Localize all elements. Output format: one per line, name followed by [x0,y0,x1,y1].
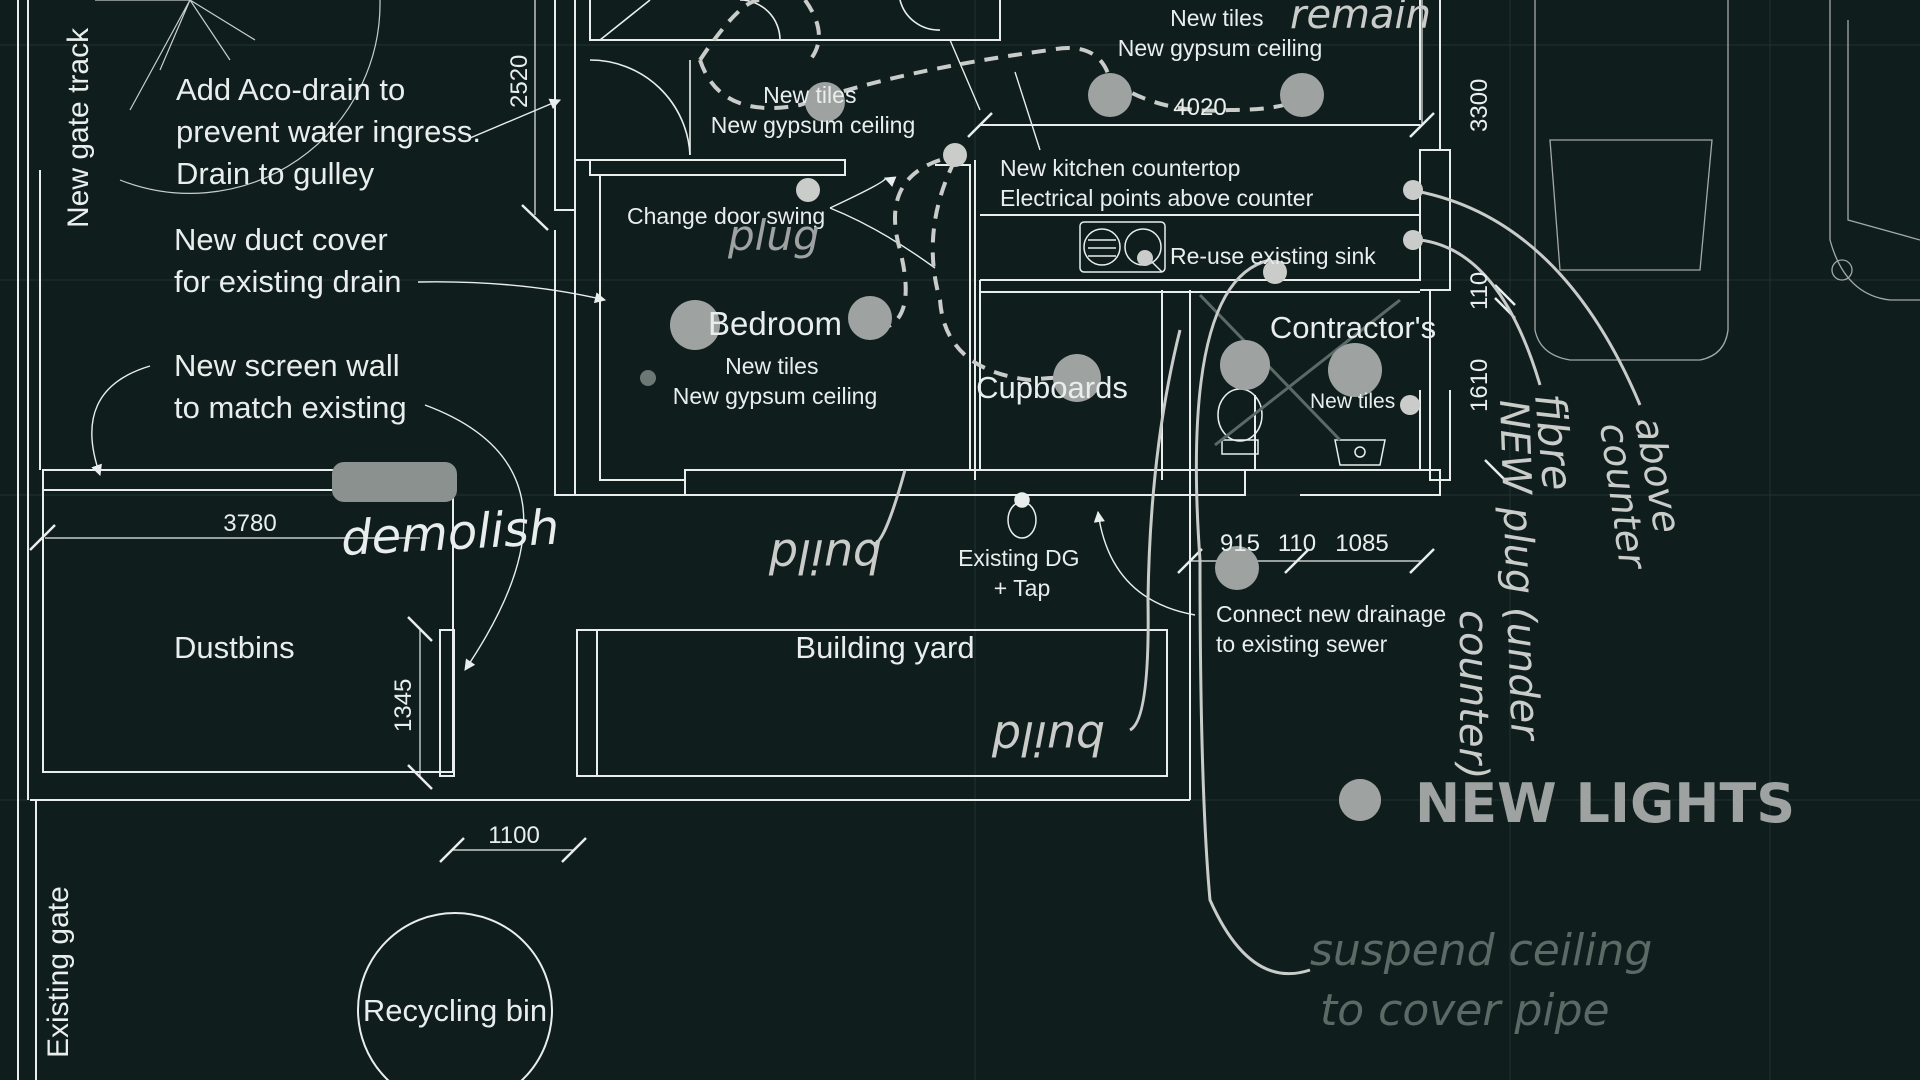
building-yard-label: Building yard [795,630,974,665]
bedroom-finish-note: New tiles New gypsum ceiling [673,353,878,409]
light-marker [1088,73,1132,117]
light-marker [1053,354,1101,402]
dustbins-label: Dustbins [174,630,295,665]
sink-note: Re-use existing sink [1170,243,1376,269]
door-swings [589,0,941,156]
car-outline [1534,0,1920,361]
kitchen-note: New kitchen countertop Electrical points… [1000,155,1314,211]
light-marker [670,300,720,350]
small-marker [1400,395,1420,415]
existing-dg-note: Existing DG + Tap [958,545,1086,601]
small-marker [1403,230,1423,250]
counter-handwritten: counter) [1450,610,1496,780]
aco-drain-note: Add Aco-drain to prevent water ingress. … [176,72,490,191]
demolish-smudge [332,462,457,502]
fibre-handwritten: fibre [1525,392,1582,493]
boundary-wall [17,0,1191,1080]
light-marker [848,296,892,340]
demolish-handwritten: demolish [340,500,561,567]
build-handwritten-2: build [991,711,1105,765]
change-door-swing-note: Change door swing [627,203,825,229]
dimension-4020: 4020 [1173,94,1226,121]
recycling-bin-outline [357,912,553,1080]
dimension-110-top: 110 [1466,272,1493,310]
cupboards-label: Cupboards [976,370,1128,405]
dimension-1610: 1610 [1466,359,1493,412]
dimension-2520: 2520 [506,55,533,108]
sink-fixture [1079,221,1166,273]
light-marker [1328,343,1382,397]
small-marker [640,370,656,386]
demolish-cross [1198,293,1401,447]
electrical-circuit [698,0,1307,383]
existing-gate-label: Existing gate [42,886,75,1058]
plug-handwritten: plug [727,211,820,260]
dimension-915: 915 [1220,530,1260,557]
dimension-3780: 3780 [223,510,276,537]
contractors-label: Contractor's [1270,310,1436,345]
small-marker [1137,250,1153,266]
small-marker [943,143,967,167]
duct-cover-note: New duct cover for existing drain [174,222,401,299]
leader-arrows [91,39,1196,671]
dimension-1085: 1085 [1335,530,1388,557]
small-marker [1263,260,1287,284]
top-finish-note-2: New tiles New gypsum ceiling [1118,5,1323,61]
dimension-110: 110 [1278,530,1316,557]
light-marker [1220,340,1270,390]
light-marker [805,82,845,122]
connect-drainage-note: Connect new drainage to existing sewer [1216,601,1453,657]
top-finish-note-1: New tiles New gypsum ceiling [711,82,916,138]
new-lights-legend: NEW LIGHTS [1415,772,1795,835]
dimension-1345: 1345 [390,679,417,732]
new-gate-track-label: New gate track [62,27,95,228]
building-walls [554,0,1451,496]
dimension-3300: 3300 [1466,79,1493,132]
light-marker [1215,546,1259,590]
gate-swing-arc [95,0,381,194]
new-lights-legend-marker [1339,779,1381,821]
small-marker [1403,180,1423,200]
toilet-fixture [1217,388,1386,466]
screen-wall-note: New screen wall to match existing [174,348,408,425]
small-marker [796,178,820,202]
build-handwritten-1: build [768,529,882,583]
dimension-1100: 1100 [488,822,540,849]
bedroom-label: Bedroom [708,305,842,342]
recycling-bin-label: Recycling bin [363,993,547,1028]
existing-dg-symbol [1007,492,1037,539]
contractors-tiles-note: New tiles [1310,390,1395,413]
light-marker [1280,73,1324,117]
suspend-ceiling-note: suspend ceiling to cover pipe [1310,925,1666,1036]
handwritten-conduits [868,188,1642,976]
remain-handwritten: remain [1290,0,1431,38]
